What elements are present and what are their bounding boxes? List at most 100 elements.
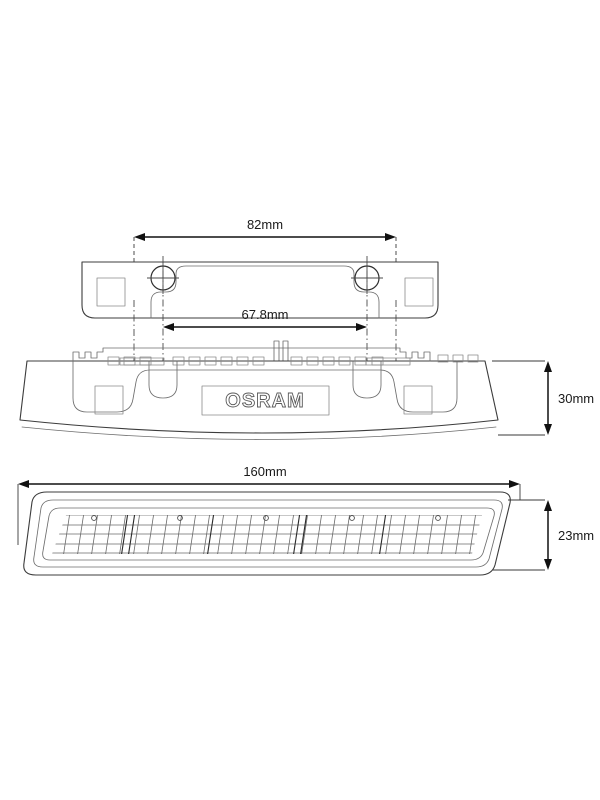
grille-rib	[174, 515, 183, 554]
dimension-82mm-arrow-left	[134, 233, 145, 241]
grille-rib	[468, 515, 477, 554]
grille-rib	[90, 515, 99, 554]
led-marker	[177, 515, 183, 521]
front-slot	[322, 356, 335, 366]
dimension-30mm-arrow-bottom	[544, 424, 552, 435]
front-slot	[236, 356, 249, 366]
grille-segment-dividers	[120, 515, 387, 554]
front-slot	[306, 356, 319, 366]
segment-divider	[120, 515, 129, 554]
dimension-67-8mm-arrow-right	[356, 323, 367, 331]
front-slot	[467, 354, 479, 363]
segment-divider	[206, 515, 215, 554]
dimension-30mm-label: 30mm	[558, 391, 594, 406]
front-bracket-tab-right	[365, 357, 411, 366]
grille-rib	[258, 515, 267, 554]
grille-rib	[426, 515, 435, 554]
connector-pin-left	[273, 340, 280, 363]
dimension-23mm-arrow-bottom	[544, 559, 552, 570]
dimension-67-8mm-arrow-left	[163, 323, 174, 331]
led-marker	[349, 515, 355, 521]
grille-rib	[146, 515, 155, 554]
grille-rib	[76, 515, 85, 554]
front-top-castellation	[72, 347, 431, 362]
grille-rib	[188, 515, 197, 554]
dimension-23mm-arrow-top	[544, 500, 552, 511]
grille-rib	[244, 515, 253, 554]
front-slot	[437, 354, 449, 363]
bracket-cutout-left	[96, 277, 126, 307]
front-mount-recess-right	[352, 360, 382, 399]
dimension-82mm: 82mm	[134, 217, 396, 241]
front-recess-outline	[72, 360, 458, 413]
grille-rib	[300, 515, 309, 554]
front-body-bottom-edge	[21, 426, 497, 440]
front-slot	[290, 356, 303, 366]
front-slot	[188, 356, 201, 366]
front-slot	[107, 356, 120, 366]
grille-rib	[230, 515, 239, 554]
front-slot	[452, 354, 464, 363]
dimension-30mm: 30mm	[492, 360, 594, 436]
led-marker	[435, 515, 441, 521]
grille-rib	[202, 515, 211, 554]
lens-grille	[52, 515, 482, 554]
led-marker	[91, 515, 97, 521]
dimension-23mm: 23mm	[492, 499, 594, 571]
grille-rib	[272, 515, 281, 554]
segment-divider	[127, 515, 136, 554]
dimension-67-8mm-label: 67.8mm	[242, 307, 289, 322]
grille-rib	[356, 515, 365, 554]
led-marker	[263, 515, 269, 521]
lens-bezel-line-2	[33, 499, 503, 568]
grille-rib	[118, 515, 127, 554]
dimension-160mm-arrow-right	[509, 480, 520, 488]
dimension-82mm-arrow-right	[385, 233, 396, 241]
dimension-82mm-label: 82mm	[247, 217, 283, 232]
bracket-cutout-right	[404, 277, 434, 307]
grille-rib	[216, 515, 225, 554]
grille-rib	[132, 515, 141, 554]
grille-rib	[398, 515, 407, 554]
front-bracket-tab-left	[119, 357, 165, 366]
lens-plan-view: 160mm	[17, 464, 594, 576]
grille-rib	[328, 515, 337, 554]
grille-rib	[160, 515, 169, 554]
front-elevation-view: OSRAM 30mm	[19, 340, 594, 440]
grille-rib	[104, 515, 113, 554]
led-markers	[91, 515, 441, 521]
connector-pins	[273, 340, 289, 363]
connector-pin-right	[282, 340, 289, 363]
osram-badge-frame	[201, 385, 330, 416]
grille-rib	[314, 515, 323, 554]
front-body-outline	[19, 360, 499, 434]
bracket-inner-channel	[150, 265, 380, 319]
lens-outer-bezel	[23, 491, 511, 576]
dimension-160mm-label: 160mm	[243, 464, 286, 479]
grille-rib	[370, 515, 379, 554]
front-slot	[172, 356, 185, 366]
front-slot	[220, 356, 233, 366]
segment-divider	[378, 515, 387, 554]
lens-bezel-line-3	[42, 507, 495, 561]
dimension-160mm-arrow-left	[18, 480, 29, 488]
dimension-160mm: 160mm	[17, 464, 521, 545]
grille-rib	[412, 515, 421, 554]
grille-rib	[62, 515, 71, 554]
front-cutout-right	[403, 385, 433, 415]
grille-rib	[384, 515, 393, 554]
osram-badge: OSRAM	[201, 385, 330, 416]
dimension-23mm-label: 23mm	[558, 528, 594, 543]
grille-ribs	[62, 515, 477, 554]
grille-rib	[440, 515, 449, 554]
grille-rib	[286, 515, 295, 554]
front-mount-recess-left	[148, 360, 178, 399]
front-slot	[338, 356, 351, 366]
dimension-30mm-arrow-top	[544, 361, 552, 372]
dimension-67-8mm: 67.8mm	[163, 307, 367, 331]
segment-divider	[292, 515, 301, 554]
grille-rib	[342, 515, 351, 554]
front-slot	[204, 356, 217, 366]
